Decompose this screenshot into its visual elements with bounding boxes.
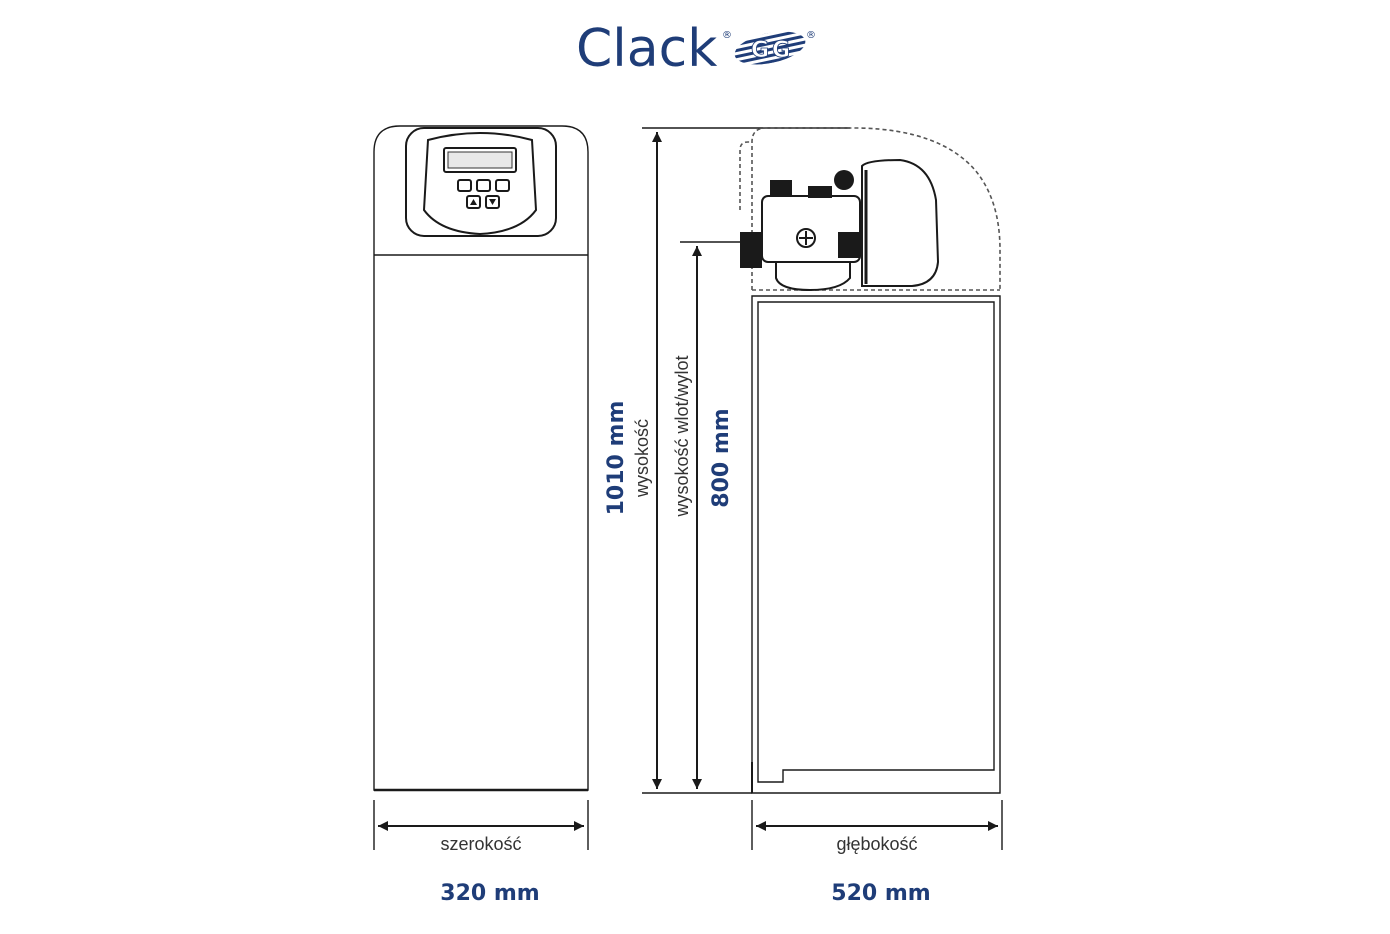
svg-text:G: G — [751, 38, 769, 63]
front-cabinet-outline — [373, 125, 589, 791]
side-cabinet-inner — [757, 301, 995, 783]
logo-registered-mark: ® — [722, 30, 732, 41]
down-button-icon — [485, 195, 500, 209]
lid-dashed-outline — [751, 127, 1001, 290]
logo-registered-mark-2: ® — [806, 30, 816, 41]
up-button-icon — [466, 195, 481, 209]
logo-text: Clack — [576, 19, 717, 79]
valve-knob — [834, 170, 854, 190]
side-view: głębokość 520 mm — [739, 127, 1003, 906]
control-housing — [422, 132, 538, 236]
valve-inlet-fitting — [740, 232, 762, 268]
lid-dashed-outline-left — [739, 141, 752, 210]
control-valve-side — [740, 158, 940, 292]
valve-port-top-left — [770, 180, 792, 196]
lcd-display — [443, 147, 517, 173]
svg-text:G: G — [772, 38, 790, 63]
clack-logo: Clack ® G G ® — [576, 19, 816, 79]
total-height-value: 1010 mm — [604, 401, 629, 516]
total-height-label: wysokość — [632, 419, 652, 498]
menu-button-icon — [457, 179, 472, 192]
valve-cover — [861, 158, 940, 287]
logo-emblem-icon: G G — [734, 31, 806, 65]
width-value: 320 mm — [440, 881, 539, 906]
depth-value: 520 mm — [831, 881, 930, 906]
regen-button-icon — [495, 179, 510, 192]
front-view: szerokość 320 mm — [373, 125, 589, 906]
control-bezel — [405, 127, 557, 237]
valve-port-top — [808, 186, 832, 198]
set-button-icon — [476, 179, 491, 192]
depth-label: głębokość — [836, 834, 917, 854]
valve-outlet-fitting — [838, 232, 860, 258]
side-cabinet-outer — [751, 295, 1001, 794]
valve-tank-adapter — [775, 262, 851, 292]
width-label: szerokość — [440, 834, 521, 854]
valve-screw-icon — [796, 228, 816, 248]
inout-height-value: 800 mm — [709, 408, 734, 507]
height-dimensions: 1010 mm wysokość wysokość wlot/wylot 800… — [604, 127, 850, 794]
inout-height-label: wysokość wlot/wylot — [672, 355, 692, 517]
control-valve-front — [405, 127, 557, 237]
